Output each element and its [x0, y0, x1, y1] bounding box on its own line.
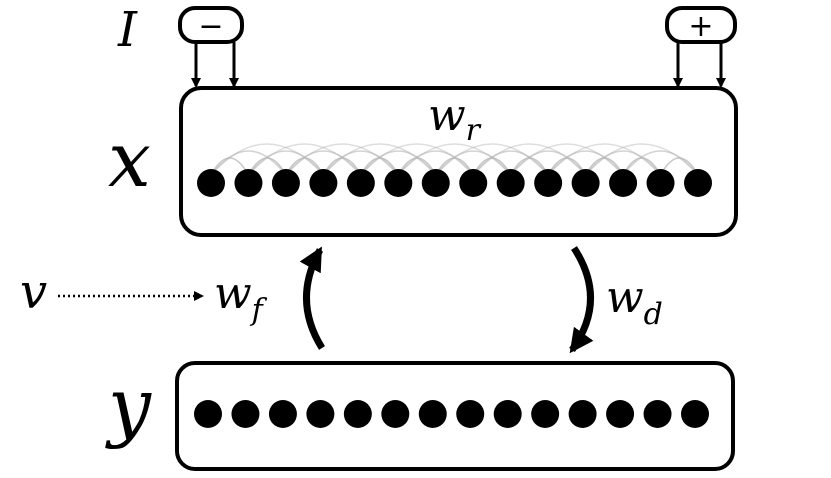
recurrent-link	[322, 143, 437, 176]
layer-x-unit-7	[421, 169, 450, 197]
recurrent-link	[210, 150, 287, 176]
recurrent-link	[472, 143, 587, 176]
recurrent-link	[285, 157, 325, 176]
recurrent-link	[247, 143, 362, 176]
recurrent-link	[509, 157, 549, 176]
minus-input-box	[178, 6, 244, 44]
recurrent-link	[285, 143, 399, 176]
w-f-subscript: f	[250, 293, 268, 328]
w-d-subscript: d	[644, 297, 663, 332]
recurrent-link	[360, 157, 400, 176]
layer-x-unit-3	[271, 169, 300, 197]
recurrent-link	[547, 157, 587, 176]
recurrent-link	[584, 157, 624, 176]
layer-y-units	[194, 400, 709, 428]
layer-x-unit-14	[684, 169, 712, 197]
recurrent-link	[435, 143, 549, 176]
w-r-label: wr	[428, 90, 482, 148]
layer-x-unit-13	[646, 169, 675, 197]
recurrent-link	[360, 150, 437, 176]
recurrent-link	[584, 150, 662, 176]
recurrent-link	[435, 150, 512, 176]
recurrent-link	[659, 157, 699, 176]
recurrent-link	[247, 150, 325, 176]
layer-x-label: x	[108, 115, 151, 204]
plus-input-box	[665, 6, 737, 44]
recurrent-connections	[210, 143, 699, 176]
recurrent-link	[210, 157, 250, 176]
layer-y-unit-13	[643, 400, 672, 428]
recurrent-link	[435, 157, 474, 176]
recurrent-link	[397, 150, 474, 176]
recurrent-link	[510, 150, 587, 176]
w-f-label: wf	[214, 268, 268, 328]
recurrent-link	[397, 143, 512, 176]
layer-x-unit-2	[234, 169, 263, 197]
layer-y-unit-1	[194, 400, 222, 428]
layer-y-unit-3	[268, 400, 297, 428]
layer-y-unit-9	[493, 400, 522, 428]
recurrent-link	[322, 150, 399, 176]
recurrent-link	[547, 150, 624, 176]
input-label: I	[117, 2, 138, 58]
recurrent-link	[510, 143, 624, 176]
layer-x-unit-8	[459, 169, 488, 197]
layer-y-unit-12	[606, 400, 635, 428]
recurrent-link	[622, 150, 699, 176]
w-r-subscript: r	[466, 113, 482, 148]
layer-x-unit-1	[197, 169, 225, 197]
layer-y-box	[175, 361, 735, 471]
layer-y-unit-5	[343, 400, 372, 428]
recurrent-link	[472, 150, 549, 176]
layer-y-unit-14	[681, 400, 709, 428]
layer-y-unit-2	[231, 400, 260, 428]
layer-y-unit-8	[456, 400, 485, 428]
minus-sign: −	[198, 9, 223, 44]
layer-x-unit-6	[384, 169, 413, 197]
recurrent-link	[472, 157, 512, 176]
w-f-arrow	[299, 246, 325, 350]
layer-x-unit-11	[571, 169, 600, 197]
layer-x-box	[179, 86, 738, 237]
layer-x-unit-9	[496, 169, 525, 197]
layer-x-unit-12	[609, 169, 638, 197]
plus-sign: +	[688, 9, 713, 44]
recurrent-link	[585, 143, 699, 176]
w-d-label: wd	[606, 272, 663, 332]
w-d-arrow	[569, 246, 594, 354]
recurrent-link	[397, 157, 437, 176]
layer-x-unit-4	[309, 169, 338, 197]
recurrent-link	[322, 157, 362, 176]
layer-x-unit-5	[346, 169, 375, 197]
w-d-symbol: w	[606, 272, 644, 323]
layer-y-unit-7	[418, 400, 447, 428]
v-label: v	[20, 264, 47, 320]
recurrent-link	[622, 157, 662, 176]
layer-y-unit-11	[568, 400, 597, 428]
layer-y-unit-10	[531, 400, 560, 428]
recurrent-link	[547, 143, 662, 176]
layer-x-units	[197, 169, 712, 197]
recurrent-link	[285, 150, 362, 176]
recurrent-link	[210, 143, 324, 176]
w-r-symbol: w	[428, 90, 466, 141]
layer-x-unit-10	[534, 169, 563, 197]
layer-y-unit-6	[381, 400, 410, 428]
recurrent-link	[247, 157, 287, 176]
layer-y-unit-4	[306, 400, 335, 428]
recurrent-link	[360, 143, 474, 176]
w-f-symbol: w	[214, 268, 252, 319]
layer-y-label: y	[105, 361, 152, 450]
